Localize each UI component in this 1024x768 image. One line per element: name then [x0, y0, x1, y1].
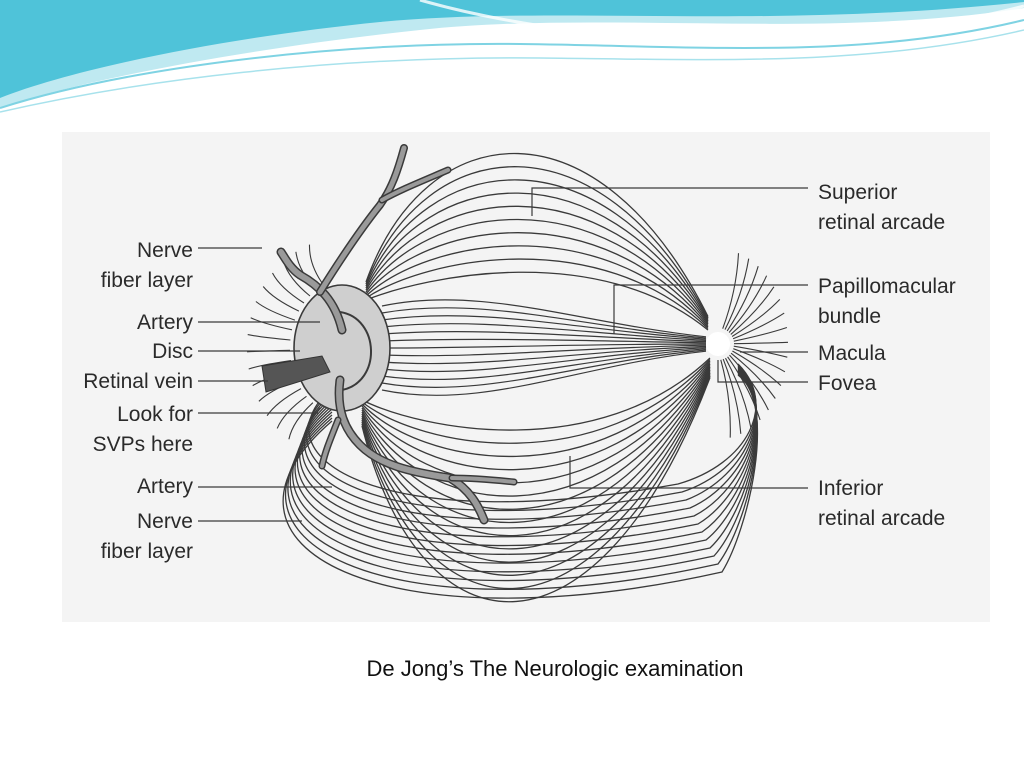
label-artery-bottom: Artery [136, 475, 193, 498]
macula [706, 332, 730, 356]
nerve-fiber-arcades [282, 152, 759, 603]
macula-radial-fibers [720, 253, 789, 438]
label-artery-top: Artery [136, 311, 193, 334]
label-nerve-fiber-layer-top: Nerve fiber layer [100, 239, 193, 292]
papillomacular-bundle-lines [381, 299, 707, 396]
label-look-for-svps: Look for SVPs here [92, 403, 193, 456]
figure-panel [62, 132, 990, 622]
fundus-diagram [198, 144, 808, 603]
label-inferior-retinal-arcade: Inferior retinal arcade [818, 477, 946, 530]
header-wave-decoration [0, 0, 1024, 113]
label-retinal-vein: Retinal vein [83, 370, 193, 393]
label-fovea: Fovea [818, 372, 877, 395]
label-disc: Disc [152, 340, 193, 363]
label-superior-retinal-arcade: Superior retinal arcade [818, 181, 946, 234]
optic-cup [339, 311, 372, 391]
retinal-vein [261, 355, 331, 393]
label-nerve-fiber-layer-bottom: Nerve fiber layer [100, 510, 193, 563]
leader-lines [198, 187, 808, 522]
label-macula: Macula [818, 342, 886, 365]
figure-caption: De Jong’s The Neurologic examination [366, 656, 744, 681]
retinal-vessels [276, 144, 518, 525]
label-papillomacular-bundle: Papillomacular bundle [818, 275, 956, 328]
